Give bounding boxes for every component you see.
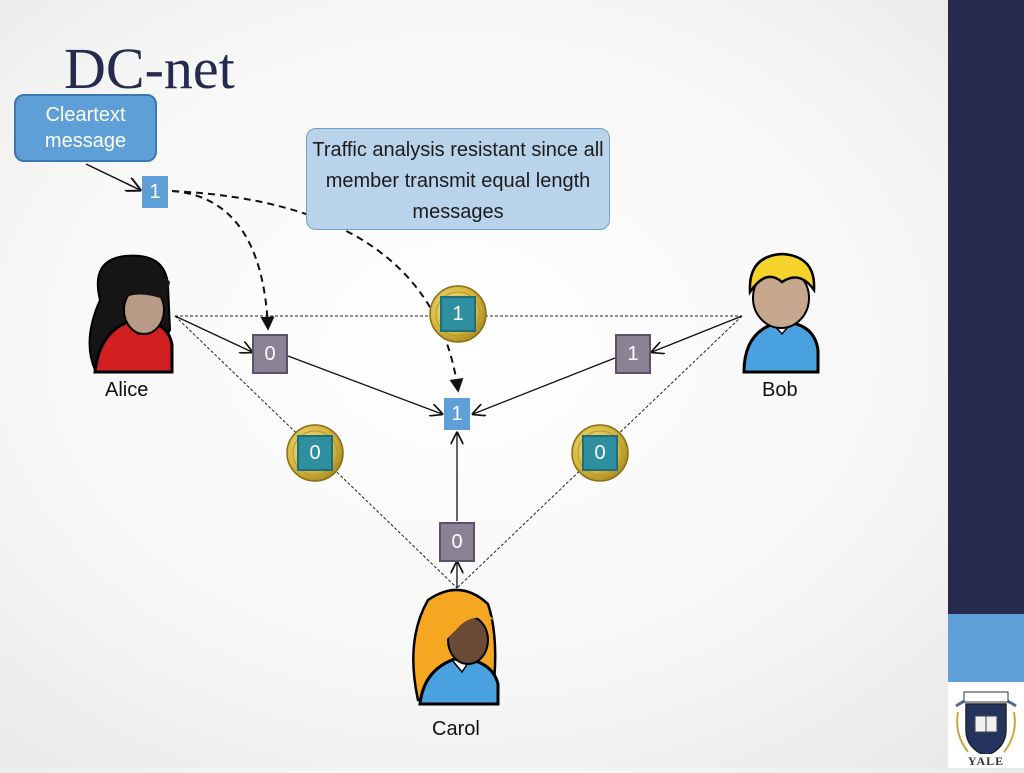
cleartext-to-alice-bit-curve [171, 190, 275, 331]
coin-bit-alice-bob: 1 [440, 296, 476, 332]
yale-seal-icon: YALE [954, 691, 1018, 768]
carol-label: Carol [432, 718, 480, 740]
bob-avatar [742, 252, 820, 374]
carol-sent-bit: 0 [439, 522, 475, 562]
alice-avatar [88, 254, 174, 374]
yale-logo: YALE [948, 682, 1024, 768]
carol-avatar [412, 588, 500, 706]
yale-wordmark: YALE [968, 754, 1004, 768]
result-bit: 1 [444, 398, 470, 430]
cleartext-bit: 1 [142, 176, 168, 208]
alice-sent-bit: 0 [252, 334, 288, 374]
slide-title: DC-net [64, 36, 235, 101]
cleartext-callout: Cleartext message [14, 94, 157, 162]
alice-bit-to-result-arrow [287, 355, 442, 414]
sidebar-dark-band [948, 0, 1024, 614]
cleartext-to-result-curve [171, 190, 464, 393]
bob-to-bit-arrow [652, 315, 743, 352]
cleartext-pointer-arrow [85, 163, 140, 190]
cleartext-flow-curves [171, 190, 464, 393]
transmission-arrows [85, 163, 743, 588]
sidebar-light-band [948, 614, 1024, 682]
alice-to-bit-arrow [174, 315, 252, 352]
bob-sent-bit: 1 [615, 334, 651, 374]
traffic-analysis-callout: Traffic analysis resistant since all mem… [306, 128, 610, 230]
alice-label: Alice [105, 379, 149, 401]
coin-bit-bob-carol: 0 [582, 435, 618, 471]
coin-bit-alice-carol: 0 [297, 435, 333, 471]
bob-bit-to-result-arrow [473, 357, 616, 414]
bob-label: Bob [762, 379, 798, 401]
